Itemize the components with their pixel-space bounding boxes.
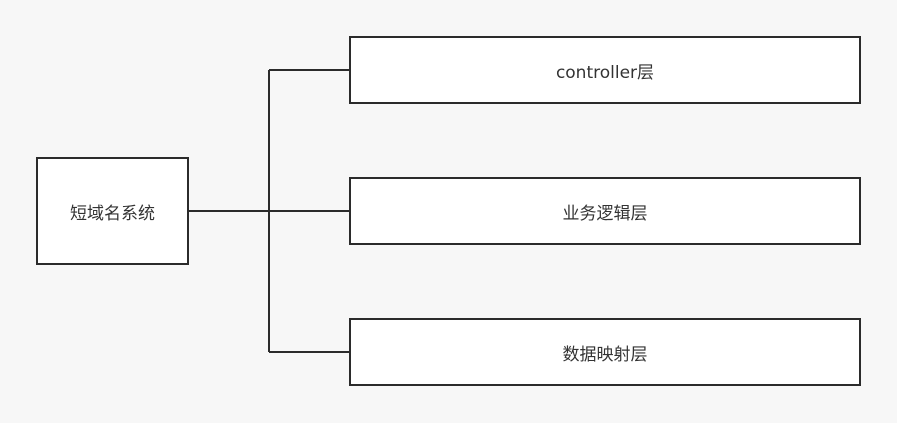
root-node-short-domain-system: 短域名系统 bbox=[36, 157, 189, 265]
data-mapping-layer-label: 数据映射层 bbox=[562, 344, 648, 365]
controller-layer-label: controller层 bbox=[555, 62, 655, 83]
child-node-business-logic-layer: 业务逻辑层 bbox=[349, 177, 861, 245]
child-node-controller-layer: controller层 bbox=[349, 36, 861, 104]
root-node-label: 短域名系统 bbox=[70, 203, 155, 224]
business-logic-layer-label: 业务逻辑层 bbox=[562, 203, 648, 224]
child-node-data-mapping-layer: 数据映射层 bbox=[349, 318, 861, 386]
